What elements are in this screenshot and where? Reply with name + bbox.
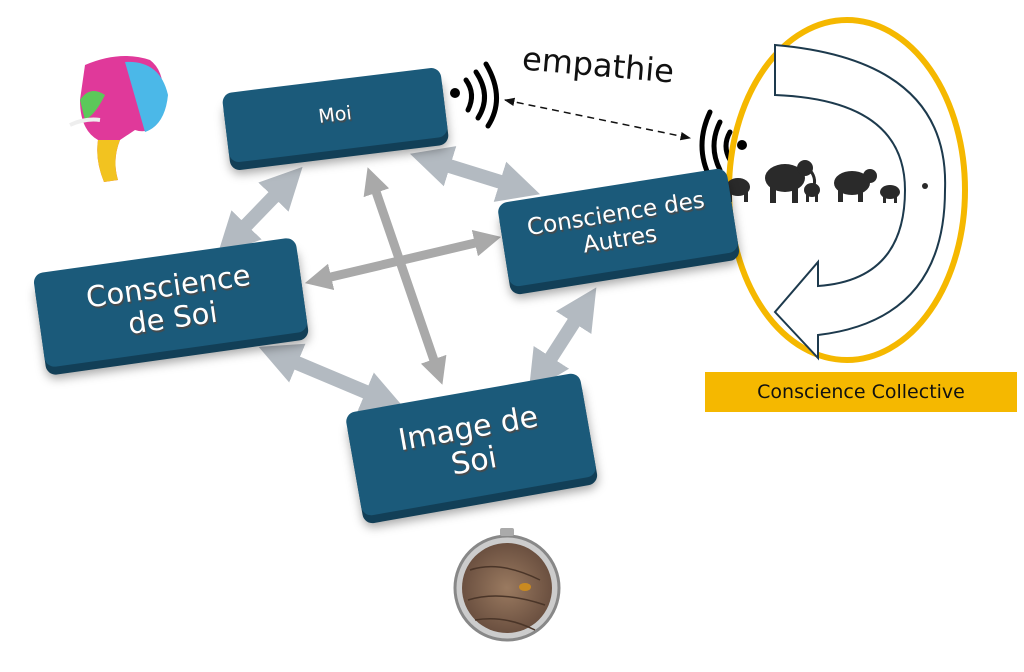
arrow-moi-soi <box>217 166 303 256</box>
arrow-autres-image <box>528 287 597 393</box>
arrow-moi-autres <box>409 146 541 202</box>
arrow-soi-image <box>258 343 405 412</box>
mirror-elephant-eye-image <box>453 528 561 642</box>
arrow-moi-image <box>363 167 447 385</box>
empathy-arrow <box>503 97 692 141</box>
arrow-soi-autres <box>304 229 502 291</box>
collective-label: Conscience Collective <box>705 372 1017 412</box>
signal-icon-moi <box>450 61 499 129</box>
elephant-herd-icon <box>726 160 928 203</box>
cycle-arrow-icon <box>773 43 947 361</box>
colorful-elephant-icon <box>69 56 168 182</box>
